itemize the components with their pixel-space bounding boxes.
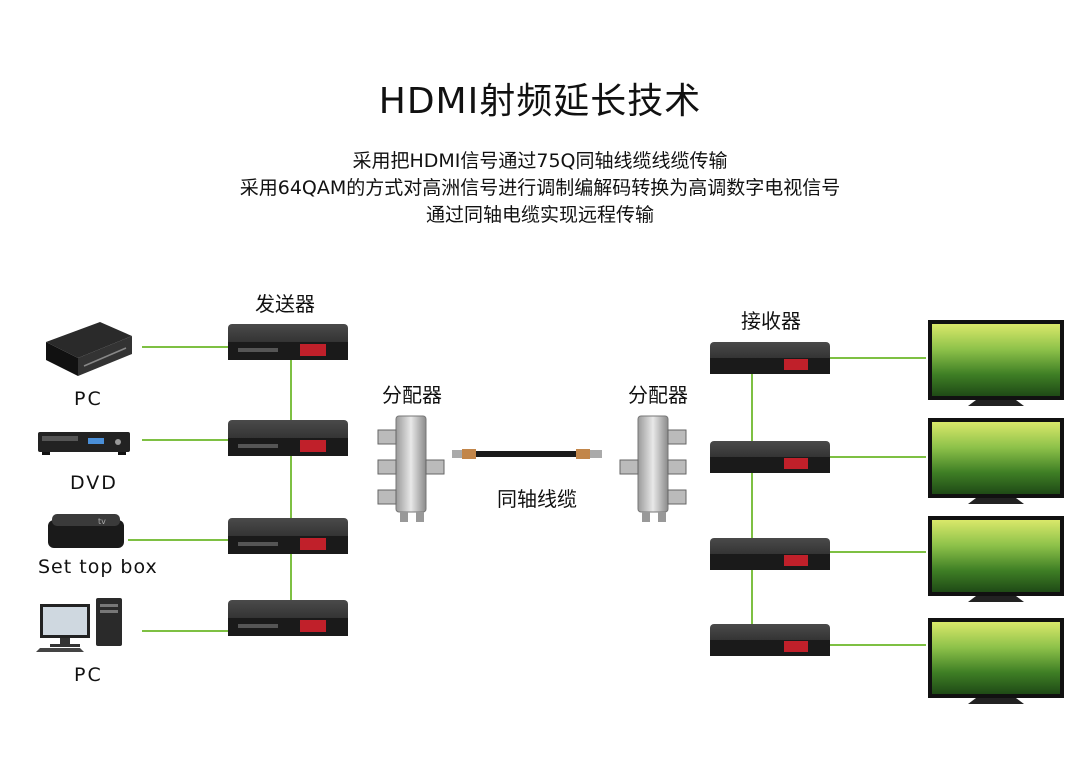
transmitter-1 — [228, 324, 348, 360]
game-console-icon — [46, 322, 132, 376]
display-icon — [784, 555, 808, 566]
receiver-links — [751, 357, 926, 646]
receiver-4 — [710, 624, 830, 656]
display-icon — [784, 458, 808, 469]
tv-screen-icon — [932, 324, 1060, 396]
source-label-4: PC — [74, 664, 103, 686]
splitter-left-label: 分配器 — [382, 383, 442, 407]
receiver-3 — [710, 538, 830, 570]
tv-2 — [928, 418, 1064, 504]
desktop-pc-icon — [36, 598, 122, 652]
display-icon — [784, 641, 808, 652]
receiver-label: 接收器 — [741, 309, 801, 333]
coax-cable-icon — [452, 449, 602, 459]
set-top-box-icon: tv — [48, 514, 124, 548]
splitter-right-label: 分配器 — [628, 383, 688, 407]
display-icon — [784, 359, 808, 370]
tv-screen-icon — [932, 622, 1060, 694]
transmitter-4 — [228, 600, 348, 636]
subtitle-line-1: 采用把HDMI信号通过75Q同轴线缆线缆传输 — [352, 150, 728, 172]
tv-3 — [928, 516, 1064, 602]
receiver-2 — [710, 441, 830, 473]
receiver-1 — [710, 342, 830, 374]
subtitle-line-2: 采用64QAM的方式对高洲信号进行调制编解码转换为高调数字电视信号 — [239, 177, 841, 199]
tv-1 — [928, 320, 1064, 406]
transmitter-3 — [228, 518, 348, 554]
dvd-player-icon — [38, 432, 130, 455]
splitter-right-icon — [619, 415, 687, 522]
tv-screen-icon — [932, 422, 1060, 494]
source-label-2: DVD — [70, 472, 118, 494]
display-icon — [300, 344, 326, 356]
display-icon — [300, 538, 326, 550]
coax-label: 同轴线缆 — [497, 487, 577, 511]
source-links — [128, 346, 230, 632]
source-label-3: Set top box — [38, 556, 158, 578]
tv-screen-icon — [932, 520, 1060, 592]
display-icon — [300, 620, 326, 632]
splitter-left-icon — [377, 415, 445, 522]
diagram-title: HDMI射频延长技术 — [378, 81, 702, 122]
transmitter-label: 发送器 — [255, 292, 315, 316]
tv-4 — [928, 618, 1064, 704]
transmitter-2 — [228, 420, 348, 456]
brand-mark-icon: tv — [98, 517, 106, 526]
subtitle-line-3: 通过同轴电缆实现远程传输 — [425, 204, 654, 226]
source-label-1: PC — [74, 388, 103, 410]
display-icon — [300, 440, 326, 452]
